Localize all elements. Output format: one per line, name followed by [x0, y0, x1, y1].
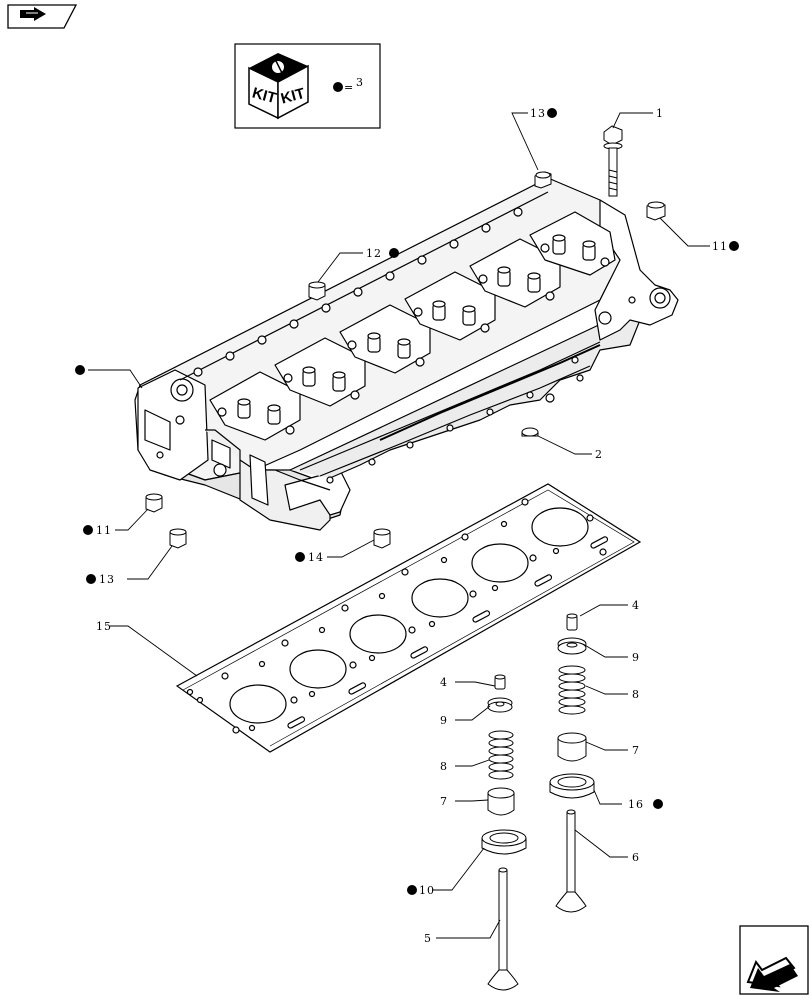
kit-legend: KIT KIT = 3 [234, 43, 381, 129]
kit-bullet [333, 82, 343, 92]
callout-labels: 1 13 11 12 2 11 13 14 15 4 9 8 7 16 6 4 … [96, 107, 728, 945]
callout-6: 6 [632, 851, 640, 864]
head-gasket [175, 483, 642, 753]
callout-11-left: 11 [96, 524, 112, 537]
callout-8-right: 8 [632, 688, 640, 701]
callout-14: 14 [308, 551, 324, 564]
callout-1: 1 [656, 107, 664, 120]
kit-equals: = [344, 81, 354, 94]
callout-16: 16 [628, 798, 644, 811]
plug-11-left [145, 493, 163, 513]
callout-7-left: 7 [440, 795, 448, 808]
callout-9-left: 9 [440, 714, 448, 727]
leader-lines [88, 112, 710, 939]
callout-13-top: 13 [530, 107, 546, 120]
kit-label-right: KIT [279, 85, 307, 108]
head-bolt [603, 125, 623, 197]
plug-11-right [646, 201, 666, 221]
next-page-arrow-icon[interactable] [739, 925, 809, 995]
plug-13-top [534, 171, 552, 189]
plug-13-left [169, 528, 187, 549]
kit-number: 3 [356, 76, 364, 89]
callout-4-right: 4 [632, 599, 640, 612]
valve-assembly-left [481, 674, 527, 991]
callout-11-right: 11 [712, 240, 728, 253]
valve-assembly-right [549, 613, 595, 913]
kit-box-icon: KIT KIT [248, 53, 309, 120]
callout-8-left: 8 [440, 760, 448, 773]
cylinder-head [134, 177, 679, 531]
callout-12: 12 [366, 247, 382, 260]
callout-7-right: 7 [632, 744, 640, 757]
kit-markers [75, 108, 739, 895]
callout-4-left: 4 [440, 676, 448, 689]
callout-13-left: 13 [99, 573, 115, 586]
callout-5: 5 [424, 932, 432, 945]
callout-10: 10 [419, 884, 435, 897]
callout-9-right: 9 [632, 651, 640, 664]
kit-label-left: KIT [250, 84, 278, 107]
plug-12 [308, 281, 326, 301]
book-arrow-icon[interactable] [7, 4, 78, 29]
callout-2: 2 [595, 448, 603, 461]
callout-15: 15 [96, 620, 112, 633]
plug-2 [521, 427, 539, 437]
plug-14 [373, 528, 391, 549]
